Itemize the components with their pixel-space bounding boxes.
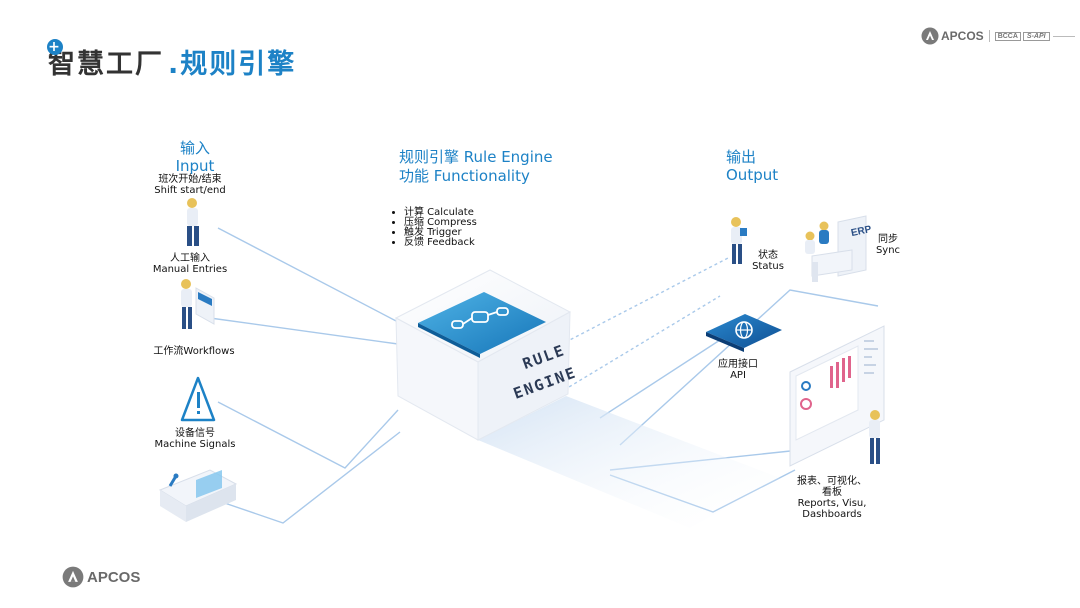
api-chip — [706, 314, 782, 352]
input-item-shift: 班次开始/结束 Shift start/end — [154, 174, 226, 196]
function-item: 反馈 Feedback — [404, 238, 477, 248]
shift-worker-icon — [187, 198, 199, 246]
manual-entry-terminal-icon — [181, 279, 215, 329]
page-title: + 智慧工厂 .规则引擎 — [47, 39, 297, 81]
erp-sync-icon — [805, 215, 867, 282]
input-heading-en: Input — [175, 157, 215, 175]
title-main: 智慧工厂 — [48, 49, 164, 80]
input-item-workflows: 工作流Workflows — [153, 346, 235, 357]
output-item-status: 状态 Status — [752, 250, 784, 272]
input-item-manual: 人工输入 Manual Entries — [152, 253, 228, 275]
output-heading-en: Output — [726, 166, 779, 184]
input-heading: 输入 Input — [155, 139, 235, 175]
output-heading: 输出 Output — [726, 148, 778, 184]
plus-icon: + — [47, 39, 63, 55]
footer-logo: APCOS — [62, 566, 140, 588]
status-worker-icon — [731, 217, 747, 264]
footer-logo-text: APCOS — [87, 568, 141, 586]
function-item: 计算 Calculate — [404, 208, 477, 218]
output-item-sync: 同步 Sync — [875, 234, 901, 256]
partner-logo-sapi: S-API — [1022, 31, 1050, 41]
engine-function-list: 计算 Calculate 压缩 Compress 触发 Trigger 反馈 F… — [390, 208, 477, 248]
output-item-api: 应用接口 API — [718, 359, 758, 381]
output-heading-cn: 输出 — [726, 148, 757, 166]
input-connector-lines — [209, 227, 401, 524]
partner-logo-bcca: BCCA — [994, 31, 1021, 41]
output-item-reports: 报表、可视化、 看板 Reports, Visu, Dashboards — [797, 476, 867, 520]
engine-light-beam — [478, 396, 780, 528]
machine-icon — [158, 469, 238, 522]
engine-heading-2: 功能 Functionality — [399, 167, 530, 185]
engine-heading: 规则引擎 Rule Engine 功能 Functionality — [399, 148, 553, 186]
engine-heading-1: 规则引擎 Rule Engine — [399, 148, 553, 166]
function-item: 压缩 Compress — [404, 218, 477, 228]
input-heading-cn: 输入 — [179, 139, 210, 157]
apcos-footer-logo-icon — [62, 566, 84, 588]
rule-engine-cube — [394, 269, 572, 441]
header-logo-text: APCOS — [941, 29, 984, 43]
dashboard-board-icon — [789, 325, 885, 467]
input-item-machine: 设备信号 Machine Signals — [154, 428, 236, 450]
function-item: 触发 Trigger — [404, 228, 477, 238]
apcos-logo-icon — [921, 27, 939, 45]
header-logo-group: APCOS BCCA S-API — [921, 27, 1075, 45]
workflow-icon — [451, 307, 509, 329]
title-sub: .规则引擎 — [168, 49, 297, 80]
warning-icon — [180, 376, 216, 422]
